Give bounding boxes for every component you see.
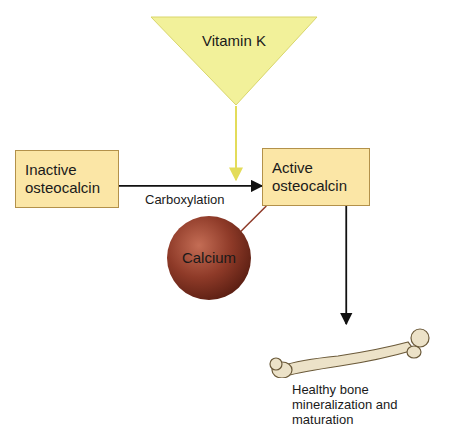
process-box: Inactive osteocalcin <box>15 150 119 208</box>
connector-arrow <box>119 185 262 187</box>
bone-figure: Healthy bone mineralization and maturati… <box>268 326 436 430</box>
caption-text: Healthy bone mineralization and maturati… <box>292 382 417 427</box>
connector-arrow <box>345 206 347 324</box>
edge-label: Carboxylation <box>143 192 227 207</box>
triangle-shape <box>150 16 318 106</box>
bone-illustration <box>268 326 436 378</box>
node-label: Inactive osteocalcin <box>25 161 109 197</box>
process-box: Active osteocalcin <box>262 148 370 206</box>
node-label: Active osteocalcin <box>272 159 360 195</box>
node-label: Vitamin K <box>150 16 318 49</box>
connector-arrow <box>240 206 266 232</box>
vitamin-k-arrow <box>235 106 237 180</box>
vitamin-triangle: Vitamin K <box>150 16 318 106</box>
node-label: Calcium <box>166 215 252 266</box>
calcium-circle: Calcium <box>166 215 252 301</box>
